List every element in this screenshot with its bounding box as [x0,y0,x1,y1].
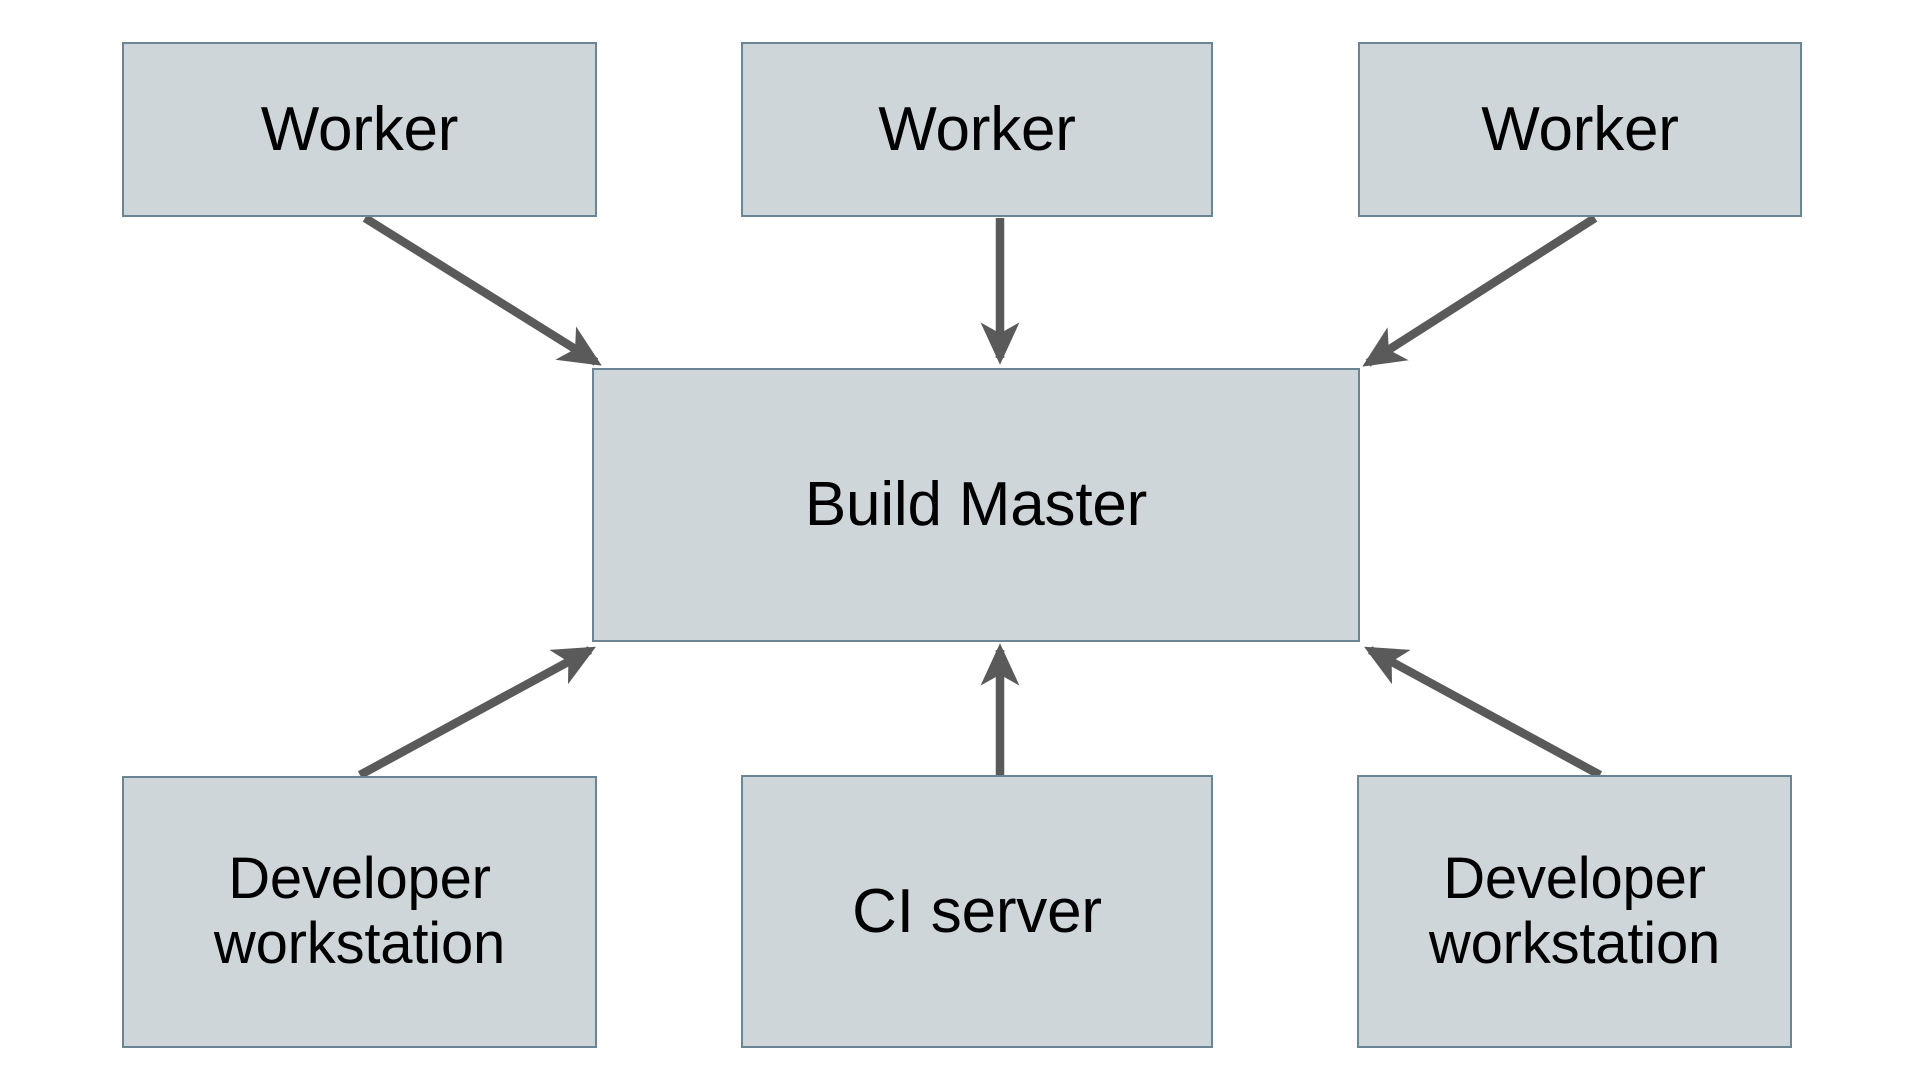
edge-worker1-to-master [362,214,602,366]
node-worker-3[interactable]: Worker [1358,42,1802,217]
node-build-master[interactable]: Build Master [592,368,1360,642]
node-label-build-master: Build Master [804,470,1148,540]
node-worker-1[interactable]: Worker [122,42,597,217]
edge-devright-to-master [1364,646,1603,779]
node-worker-2[interactable]: Worker [741,42,1213,217]
node-ci-server[interactable]: CI server [741,775,1213,1048]
node-label-ci-server: CI server [852,876,1102,946]
node-label-dev-workstation-left: Developer workstation [213,846,506,976]
edge-worker3-to-master [1362,214,1598,367]
node-label-worker-3: Worker [1481,94,1679,164]
node-label-dev-workstation-right: Developer workstation [1428,845,1721,976]
node-label-worker-2: Worker [878,94,1076,164]
node-dev-workstation-right[interactable]: Developer workstation [1357,775,1792,1048]
node-dev-workstation-left[interactable]: Developer workstation [122,776,597,1048]
edge-devleft-to-master [357,646,596,779]
node-label-worker-1: Worker [260,94,459,164]
